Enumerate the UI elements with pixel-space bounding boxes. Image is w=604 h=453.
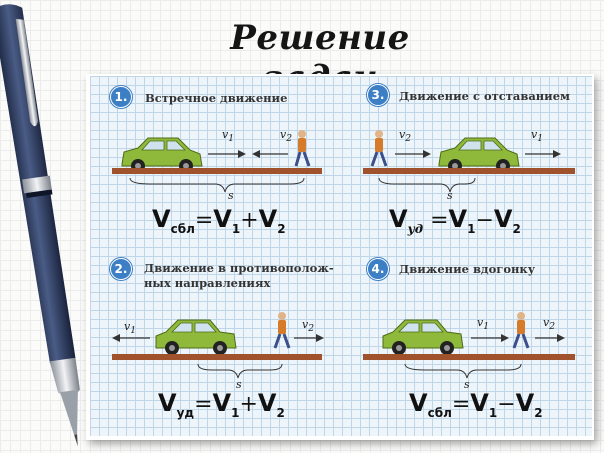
opposite-directions-illustration [112, 312, 324, 379]
formula-approach-speed: Vсбл=V1−V2 [409, 389, 543, 420]
oncoming-motion-illustration [112, 130, 322, 193]
car-icon [438, 137, 520, 173]
formula-approach-speed: Vсбл=V1+V2 [152, 205, 286, 236]
distance-label: s [447, 189, 453, 202]
distance-label: s [464, 378, 470, 391]
panel-title: Движение вдогонку [399, 262, 536, 276]
road [363, 354, 575, 360]
panel-title-line2: ных направлениях [144, 276, 271, 290]
distance-brace [197, 363, 283, 379]
car-icon [121, 137, 203, 173]
velocity-label: v2 [302, 318, 315, 335]
panel-title: Встречное движение [145, 91, 288, 105]
velocity-label: v1 [124, 320, 137, 337]
road [363, 168, 575, 174]
velocity-label: v2 [280, 128, 293, 145]
road [112, 354, 322, 360]
velocity-label: v2 [399, 128, 412, 145]
formula-separation-speed: Vуд =V1−V2 [389, 205, 521, 236]
panel-oncoming-motion: 1. Встречное движение [90, 76, 340, 256]
road [112, 168, 322, 174]
panel-opposite-directions: 2. Движение в противополож- ных направле… [90, 256, 340, 436]
distance-brace [404, 363, 522, 379]
velocity-label: v1 [222, 128, 235, 145]
panel-number-badge: 1. [110, 86, 132, 108]
formula-separation-speed: Vуд=V1+V2 [158, 389, 285, 420]
panel-lagging-motion: 3. Движение с отставанием v2 [345, 76, 592, 256]
car-icon [382, 319, 464, 355]
panel-catch-up-motion: 4. Движение вдогонку v1 v2 [345, 256, 592, 436]
velocity-label: v1 [531, 128, 544, 145]
pen-icon [0, 4, 80, 447]
car-icon [155, 319, 237, 355]
distance-brace [378, 177, 476, 193]
panel-number-badge: 4. [367, 258, 389, 280]
pedestrian-icon [294, 130, 311, 167]
lagging-motion-illustration [363, 130, 575, 193]
catch-up-illustration [363, 312, 575, 379]
panel-title: Движение с отставанием [399, 89, 571, 103]
velocity-label: v1 [477, 316, 490, 333]
textbook-picture: 1. Встречное движение [90, 76, 592, 436]
pedestrian-icon [273, 312, 291, 349]
distance-label: s [236, 378, 242, 391]
panel-number-badge: 2. [110, 258, 132, 280]
pedestrian-icon [370, 130, 388, 167]
distance-label: s [228, 189, 234, 202]
panel-title-line1: Движение в противополож- [144, 261, 334, 275]
panel-number-badge: 3. [367, 84, 389, 106]
velocity-label: v2 [543, 316, 556, 333]
pedestrian-icon [512, 312, 530, 349]
distance-brace [129, 177, 305, 193]
